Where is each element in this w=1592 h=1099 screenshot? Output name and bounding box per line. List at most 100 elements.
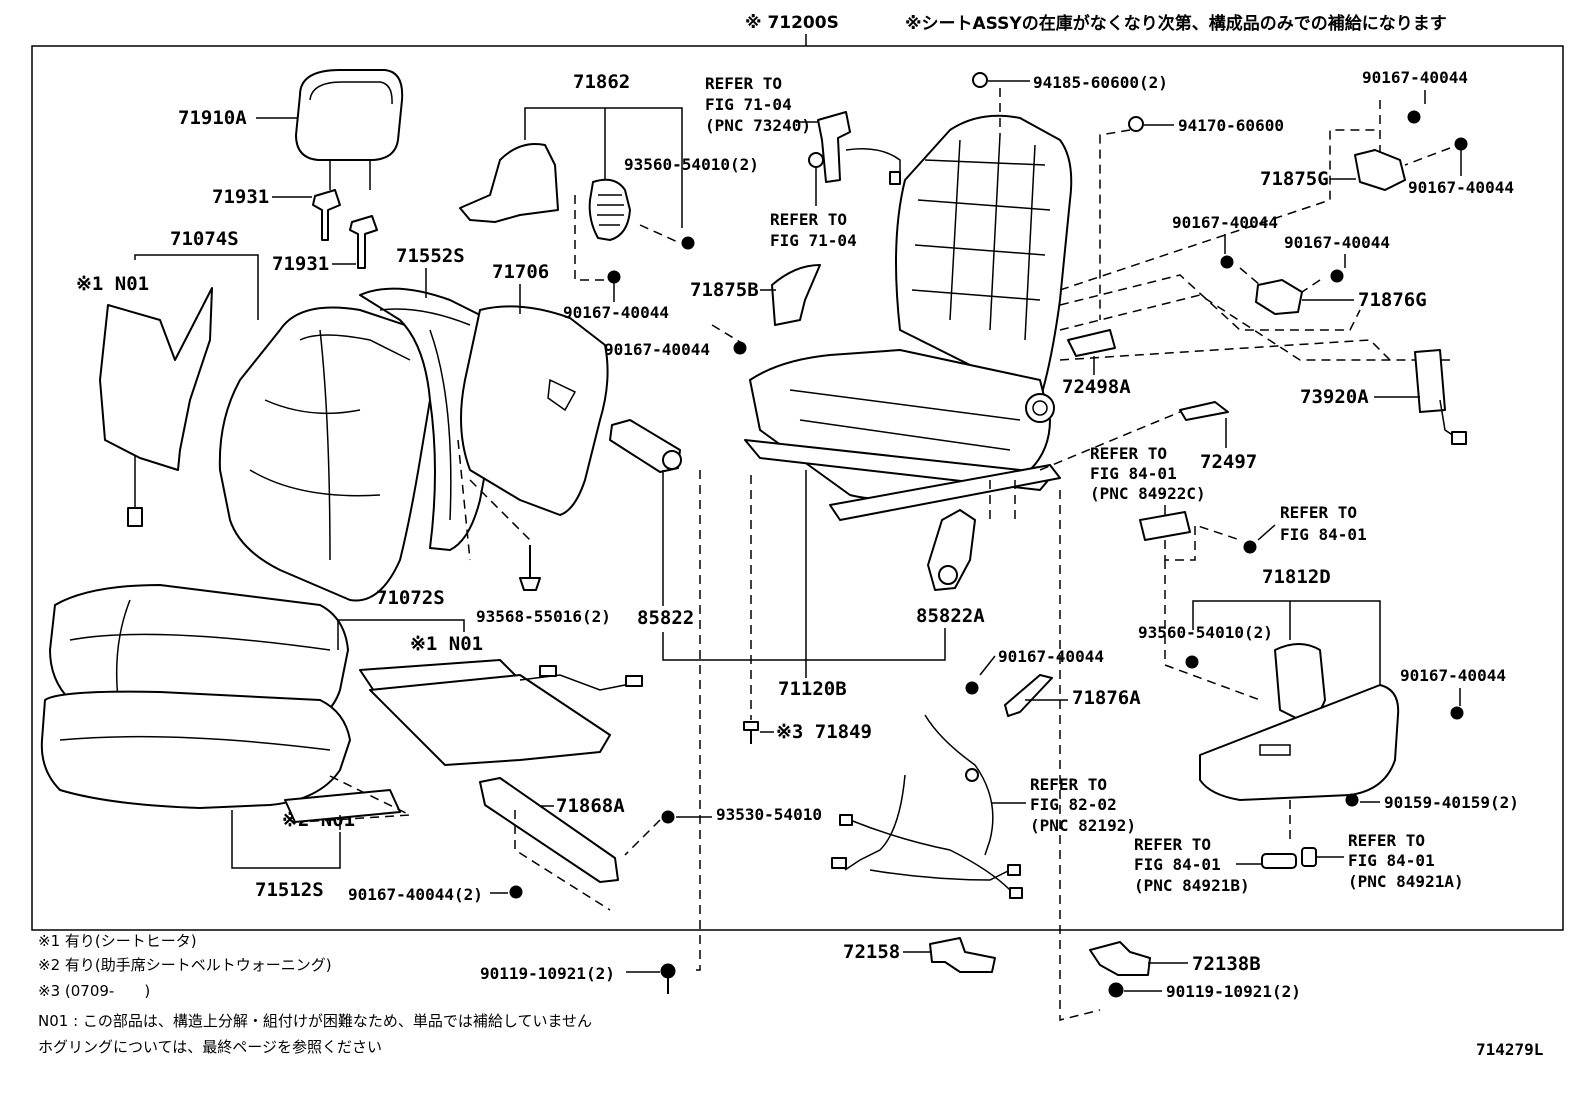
label-90119-10921-2-a: 90119-10921(2): [480, 964, 615, 983]
label-94185-60600-2: 94185-60600(2): [1033, 73, 1168, 92]
label-85822: 85822: [637, 607, 694, 629]
cover-72498A-drawing: [1067, 329, 1116, 357]
ref-73240-line2: FIG 71-04: [705, 95, 792, 114]
seat-heater-cushion-drawing: [359, 659, 643, 766]
label-71512S: 71512S: [255, 879, 324, 901]
label-71862: 71862: [573, 71, 630, 93]
label-n01-heater-back: ※1 N01: [76, 273, 149, 295]
ref-84922-line1: REFER TO: [1090, 444, 1167, 463]
ref-84921B-line1: REFER TO: [1134, 835, 1211, 854]
screw-90167-f-icon: [1330, 269, 1344, 283]
label-71812D: 71812D: [1262, 566, 1331, 588]
cover-72497-drawing: [1179, 401, 1229, 421]
label-90167-40044-h: 90167-40044: [998, 647, 1104, 666]
cover-72158-drawing: [929, 937, 996, 973]
seatbelt-buckle-drawing: [808, 111, 901, 185]
label-71868A: 71868A: [556, 795, 625, 817]
label-71931-lower: 71931: [272, 253, 329, 275]
assy-code-label: ※ 71200S: [745, 13, 839, 33]
ref-82192-line2: FIG 82-02: [1030, 795, 1117, 814]
ref-84922-line2: FIG 84-01: [1090, 464, 1177, 483]
label-71706: 71706: [492, 261, 549, 283]
airbag-73920A-drawing: [1414, 349, 1467, 445]
knob-84921A-drawing: [1301, 847, 1317, 867]
motor-85822-drawing: [609, 419, 682, 473]
bracket-71876A-drawing: [1004, 674, 1053, 717]
ref-84921A-line3: (PNC 84921A): [1348, 872, 1464, 891]
seat-frame-drawing: [744, 114, 1073, 521]
side-cover-71862-drawing: [459, 143, 631, 241]
label-93560-54010-2-lower: 93560-54010(2): [1138, 623, 1273, 642]
screw-90167-2-icon: [509, 885, 523, 899]
label-94170-60600: 94170-60600: [1178, 116, 1284, 135]
switch-84922C-drawing: [1139, 511, 1191, 541]
ref-73240-line3: (PNC 73240): [705, 116, 811, 135]
nut-94185-icon: [972, 72, 988, 88]
footnote-n01: N01 : この部品は、構造上分解・組付けが困難なため、単品では補給していません: [38, 1012, 592, 1030]
label-90167-40044-d: 90167-40044: [1408, 178, 1514, 197]
pin-71849-drawing: [743, 721, 759, 744]
hinge-cover-71875G-drawing: [1354, 149, 1406, 191]
label-71876A: 71876A: [1072, 687, 1141, 709]
warning-sensor-drawing: [284, 789, 401, 823]
stock-notice: ※シートASSYの在庫がなくなり次第、構成品のみでの補給になります: [905, 13, 1447, 34]
label-71072S: 71072S: [376, 587, 445, 609]
bolt-90119-a-icon: [660, 963, 676, 979]
label-72158: 72158: [843, 941, 900, 963]
label-90159-40159-2: 90159-40159(2): [1384, 793, 1519, 812]
footnote-1: ※1 有り(シートヒータ): [38, 932, 197, 950]
bolt-90119-b-icon: [1108, 982, 1124, 998]
label-90167-40044-b: 90167-40044: [604, 340, 710, 359]
label-73920A: 73920A: [1300, 386, 1369, 408]
footnote-2: ※2 有り(助手席シートベルトウォーニング): [38, 956, 332, 974]
label-71910A: 71910A: [178, 107, 247, 129]
screw-93560-lower-icon: [1185, 655, 1199, 669]
label-71074S: 71074S: [170, 228, 239, 250]
ref-84921B-line2: FIG 84-01: [1134, 855, 1221, 874]
ref-84921A-line2: FIG 84-01: [1348, 851, 1435, 870]
label-71849: ※3 71849: [776, 721, 872, 743]
ref-84921A-line1: REFER TO: [1348, 831, 1425, 850]
screw-90159-icon: [1345, 793, 1359, 807]
label-71120B: 71120B: [778, 678, 847, 700]
ref-82192-line3: (PNC 82192): [1030, 816, 1136, 835]
footnote-hog-ring: ホグリングについては、最終ページを参照ください: [38, 1038, 382, 1056]
seat-back-cover-drawing: [218, 306, 435, 602]
screw-90167-a-icon: [607, 270, 621, 284]
label-71875G: 71875G: [1260, 168, 1329, 190]
screw-8401-icon: [1243, 540, 1257, 554]
diagram-frame: [31, 34, 1564, 931]
ref-8401-line1: REFER TO: [1280, 503, 1357, 522]
label-71931-upper: 71931: [212, 186, 269, 208]
label-71876G: 71876G: [1358, 289, 1427, 311]
nut-94170-icon: [1128, 116, 1144, 132]
label-90167-40044-2: 90167-40044(2): [348, 885, 483, 904]
label-90167-40044-g: 90167-40044: [1400, 666, 1506, 685]
knob-84921B-drawing: [1261, 853, 1297, 869]
label-72138B: 72138B: [1192, 953, 1261, 975]
cushion-shield-71868A-drawing: [479, 777, 619, 911]
bracket-71875B-drawing: [771, 264, 821, 326]
ref-84921B-line3: (PNC 84921B): [1134, 876, 1250, 895]
screw-90167-d-icon: [1454, 137, 1468, 151]
label-71552S: 71552S: [396, 245, 465, 267]
seat-back-pad-drawing: [359, 287, 505, 551]
screw-90167-g-icon: [1450, 706, 1464, 720]
seat-heater-back-drawing: [99, 287, 213, 527]
hinge-cover-71876G-drawing: [1255, 279, 1303, 315]
headrest-drawing: [295, 69, 404, 190]
label-90119-10921-2-b: 90119-10921(2): [1166, 982, 1301, 1001]
ref-73240-line1: REFER TO: [705, 74, 782, 93]
footnote-3: ※3 (0709- ): [38, 982, 150, 1000]
label-93530-54010: 93530-54010: [716, 805, 822, 824]
label-85822A: 85822A: [916, 605, 985, 627]
label-90167-40044-e: 90167-40044: [1172, 213, 1278, 232]
label-90167-40044-f: 90167-40044: [1284, 233, 1390, 252]
label-90167-40044-c: 90167-40044: [1362, 68, 1468, 87]
side-shield-71812D-drawing: [1199, 643, 1400, 801]
ref-7104-line1: REFER TO: [770, 210, 847, 229]
screw-90167-e-icon: [1220, 255, 1234, 269]
seat-cushion-cover-drawing: [40, 584, 351, 809]
screw-90167-c-icon: [1407, 110, 1421, 124]
